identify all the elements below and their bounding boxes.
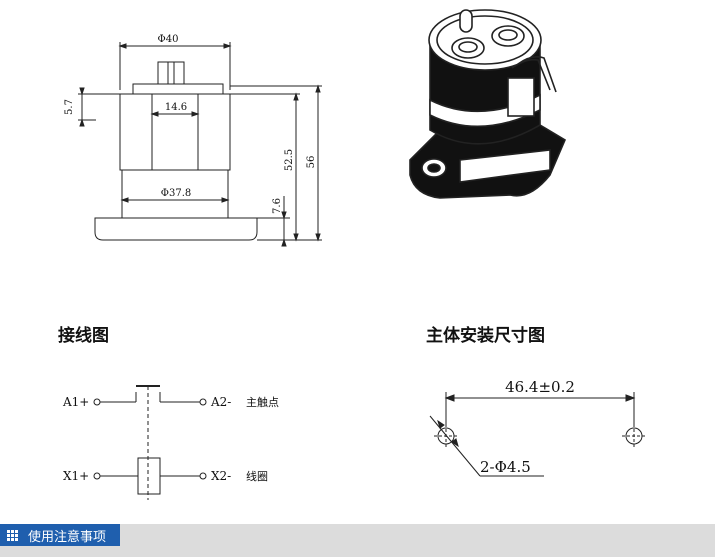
label-a2: A2-	[210, 395, 231, 409]
label-main-contact: 主触点	[246, 395, 279, 409]
grid-icon	[7, 529, 18, 541]
relay-illustration	[409, 9, 567, 199]
dimension-drawing: Φ40 14.6 Φ37.8 5.7 52.5 56 7.6	[64, 34, 322, 247]
wiring-title: 接线图	[58, 326, 109, 346]
mounting-title: 主体安装尺寸图	[426, 326, 545, 346]
wiring-diagram: A1+ A2- 主触点 X1+ X2- 线圈	[62, 385, 279, 500]
label-a1: A1+	[62, 395, 89, 409]
dim-base-height: 7.6	[272, 198, 283, 214]
mounting-spacing: 46.4±0.2	[505, 378, 575, 396]
dim-body-height: 52.5	[284, 149, 295, 171]
usage-notes-label: 使用注意事项	[28, 529, 107, 545]
mounting-holes: 2-Φ4.5	[480, 458, 531, 476]
label-x2: X2-	[211, 469, 231, 483]
label-coil: 线圈	[246, 469, 268, 483]
dim-top-width: Φ40	[158, 34, 179, 45]
dim-left-height: 5.7	[64, 99, 75, 115]
mounting-diagram: 46.4±0.2 2-Φ4.5	[429, 378, 646, 477]
dim-inner-width: 14.6	[165, 102, 187, 113]
dim-total-height: 56	[306, 156, 317, 169]
label-x1: X1+	[63, 469, 89, 483]
dim-body-diameter: Φ37.8	[161, 188, 191, 199]
usage-notes-tab[interactable]: 使用注意事项	[0, 524, 120, 546]
